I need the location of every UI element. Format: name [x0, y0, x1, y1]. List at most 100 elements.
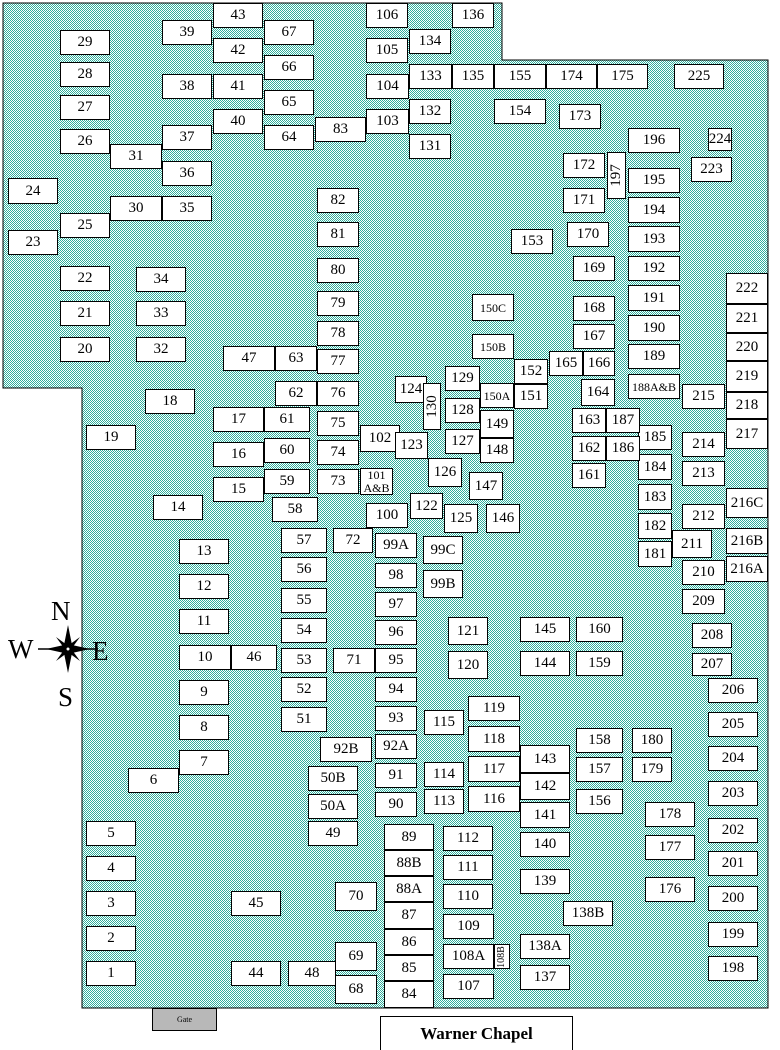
- plot-107[interactable]: 107: [443, 974, 494, 999]
- plot-115[interactable]: 115: [424, 710, 464, 735]
- plot-176[interactable]: 176: [645, 877, 695, 902]
- gate[interactable]: Gate: [152, 1008, 217, 1031]
- plot-95[interactable]: 95: [375, 648, 417, 673]
- plot-40[interactable]: 40: [213, 109, 263, 134]
- plot-194[interactable]: 194: [628, 197, 680, 223]
- plot-8[interactable]: 8: [179, 715, 229, 740]
- plot-208[interactable]: 208: [692, 623, 732, 648]
- plot-165[interactable]: 165: [549, 351, 583, 376]
- plot-1[interactable]: 1: [86, 961, 136, 986]
- plot-50b[interactable]: 50B: [308, 766, 358, 791]
- plot-90[interactable]: 90: [375, 792, 417, 817]
- plot-32[interactable]: 32: [136, 337, 186, 362]
- plot-202[interactable]: 202: [708, 818, 758, 843]
- plot-164[interactable]: 164: [581, 379, 615, 406]
- plot-57[interactable]: 57: [281, 528, 327, 553]
- plot-72[interactable]: 72: [333, 528, 373, 553]
- plot-112[interactable]: 112: [443, 826, 493, 851]
- plot-153[interactable]: 153: [511, 229, 553, 254]
- plot-166[interactable]: 166: [583, 351, 615, 376]
- plot-216a[interactable]: 216A: [726, 556, 768, 582]
- plot-181[interactable]: 181: [638, 541, 672, 567]
- plot-195[interactable]: 195: [628, 168, 680, 193]
- plot-87[interactable]: 87: [384, 902, 434, 929]
- plot-92b[interactable]: 92B: [320, 737, 372, 762]
- plot-184[interactable]: 184: [638, 454, 672, 480]
- plot-224[interactable]: 224: [708, 128, 732, 151]
- plot-88a[interactable]: 88A: [384, 876, 434, 902]
- plot-60[interactable]: 60: [264, 438, 310, 463]
- plot-135[interactable]: 135: [452, 64, 494, 89]
- plot-204[interactable]: 204: [708, 746, 758, 771]
- plot-155[interactable]: 155: [494, 64, 546, 89]
- plot-54[interactable]: 54: [281, 618, 327, 643]
- plot-186[interactable]: 186: [606, 436, 640, 461]
- plot-163[interactable]: 163: [572, 408, 606, 433]
- plot-217[interactable]: 217: [726, 419, 768, 449]
- plot-78[interactable]: 78: [317, 321, 359, 346]
- plot-156[interactable]: 156: [576, 789, 623, 814]
- plot-53[interactable]: 53: [281, 648, 327, 673]
- plot-3[interactable]: 3: [86, 891, 136, 916]
- plot-11[interactable]: 11: [179, 609, 229, 634]
- plot-49[interactable]: 49: [308, 821, 358, 846]
- plot-150a[interactable]: 150A: [480, 383, 514, 408]
- plot-58[interactable]: 58: [272, 497, 318, 522]
- plot-105[interactable]: 105: [366, 38, 408, 63]
- plot-98[interactable]: 98: [375, 563, 417, 588]
- plot-170[interactable]: 170: [567, 222, 609, 247]
- plot-149[interactable]: 149: [480, 410, 514, 438]
- plot-99c[interactable]: 99C: [423, 536, 463, 564]
- plot-28[interactable]: 28: [60, 62, 110, 87]
- plot-43[interactable]: 43: [213, 3, 263, 28]
- plot-64[interactable]: 64: [264, 125, 314, 150]
- plot-203[interactable]: 203: [708, 781, 758, 806]
- plot-214[interactable]: 214: [682, 432, 725, 457]
- plot-133[interactable]: 133: [409, 64, 452, 89]
- plot-52[interactable]: 52: [281, 677, 327, 702]
- plot-124[interactable]: 124: [395, 376, 427, 403]
- plot-192[interactable]: 192: [628, 256, 680, 281]
- plot-212[interactable]: 212: [682, 504, 725, 529]
- plot-196[interactable]: 196: [628, 128, 680, 153]
- plot-114[interactable]: 114: [424, 762, 464, 787]
- plot-123[interactable]: 123: [395, 432, 428, 459]
- plot-59[interactable]: 59: [264, 469, 310, 494]
- plot-10[interactable]: 10: [179, 645, 231, 670]
- plot-130[interactable]: 130: [423, 383, 441, 430]
- plot-38[interactable]: 38: [162, 74, 212, 99]
- plot-138b[interactable]: 138B: [563, 901, 613, 926]
- plot-85[interactable]: 85: [384, 955, 434, 981]
- plot-24[interactable]: 24: [8, 178, 58, 204]
- plot-174[interactable]: 174: [546, 64, 597, 89]
- plot-97[interactable]: 97: [375, 592, 417, 617]
- plot-141[interactable]: 141: [520, 802, 570, 828]
- plot-158[interactable]: 158: [576, 728, 623, 753]
- plot-88b[interactable]: 88B: [384, 850, 434, 876]
- plot-125[interactable]: 125: [444, 504, 478, 533]
- plot-25[interactable]: 25: [60, 213, 110, 238]
- plot-134[interactable]: 134: [409, 29, 451, 54]
- plot-17[interactable]: 17: [213, 407, 264, 432]
- plot-80[interactable]: 80: [317, 258, 359, 283]
- plot-183[interactable]: 183: [638, 484, 672, 510]
- plot-104[interactable]: 104: [366, 74, 409, 99]
- plot-157[interactable]: 157: [576, 757, 623, 782]
- plot-70[interactable]: 70: [335, 882, 377, 911]
- plot-48[interactable]: 48: [288, 961, 336, 986]
- plot-206[interactable]: 206: [708, 678, 758, 703]
- plot-27[interactable]: 27: [60, 95, 110, 120]
- plot-213[interactable]: 213: [682, 461, 725, 486]
- plot-154[interactable]: 154: [494, 99, 546, 124]
- plot-108b[interactable]: 108B: [494, 944, 510, 969]
- plot-6[interactable]: 6: [128, 768, 179, 793]
- plot-82[interactable]: 82: [317, 188, 359, 213]
- plot-29[interactable]: 29: [60, 30, 110, 55]
- plot-187[interactable]: 187: [606, 408, 640, 433]
- plot-108a[interactable]: 108A: [443, 944, 494, 969]
- plot-100[interactable]: 100: [366, 503, 408, 528]
- plot-2[interactable]: 2: [86, 926, 136, 951]
- plot-173[interactable]: 173: [559, 104, 601, 129]
- plot-9[interactable]: 9: [179, 680, 229, 705]
- plot-193[interactable]: 193: [628, 226, 680, 252]
